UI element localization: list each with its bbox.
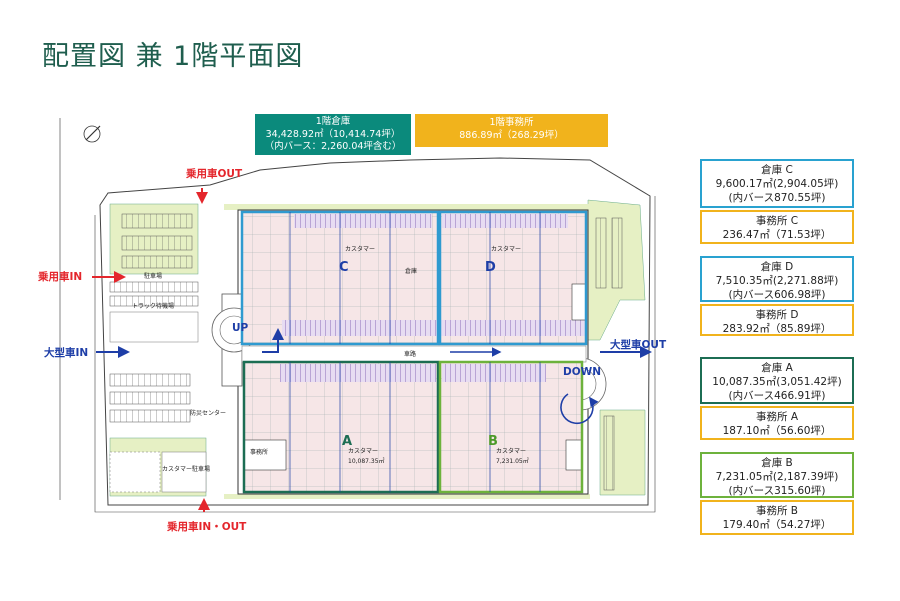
card-area: 283.92㎡（85.89坪） bbox=[722, 323, 832, 335]
up-ramp-label: UP bbox=[232, 322, 249, 334]
warehouse-total-box: 1階倉庫 34,428.92㎡（10,414.74坪） （内バース：2,260.… bbox=[255, 114, 411, 155]
floor-plan bbox=[59, 118, 656, 513]
card-note: (内バース466.91坪) bbox=[728, 390, 826, 402]
card-area: 10,087.35㎡(3,051.42坪) bbox=[712, 376, 842, 388]
area-a-label: 10,087.35㎡ bbox=[348, 458, 385, 465]
warehouse-a-block bbox=[242, 360, 440, 494]
down-ramp-label: DOWN bbox=[563, 366, 602, 378]
card-area: 7,231.05㎡(2,187.39坪) bbox=[715, 471, 839, 483]
card-note: (内バース606.98坪) bbox=[728, 289, 826, 301]
lane-label: 車路 bbox=[404, 351, 417, 358]
customer-b-label: カスタマー bbox=[496, 448, 527, 455]
zone-d-label: D bbox=[485, 260, 496, 275]
warehouse-total-note: （内バース：2,260.04坪含む） bbox=[264, 141, 402, 152]
truck-in-label: 大型車IN bbox=[44, 347, 89, 359]
customer-parking-label: カスタマー駐車場 bbox=[162, 466, 211, 473]
warehouse-total-area: 34,428.92㎡（10,414.74坪） bbox=[265, 128, 401, 140]
card-title: 事務所 D bbox=[755, 309, 799, 321]
office-total-title: 1階事務所 bbox=[489, 117, 534, 128]
card-warehouse-d: 倉庫 D 7,510.35㎡(2,271.88坪) (内バース606.98坪) bbox=[700, 256, 854, 302]
office-a-label: 事務所 bbox=[250, 449, 269, 456]
card-title: 倉庫 C bbox=[761, 164, 793, 176]
customer-c-label: カスタマー bbox=[345, 246, 376, 253]
card-office-c: 事務所 C 236.47㎡（71.53坪） bbox=[700, 210, 854, 244]
warehouse-b-block bbox=[438, 360, 584, 494]
zone-c-label: C bbox=[339, 260, 349, 275]
parking-label: 駐車場 bbox=[144, 273, 163, 280]
column-lines bbox=[289, 212, 541, 492]
truck-area-label: トラック待機場 bbox=[132, 303, 175, 310]
customer-d-label: カスタマー bbox=[491, 246, 522, 253]
office-total-box: 1階事務所 886.89㎡（268.29坪） bbox=[415, 114, 608, 147]
card-title: 倉庫 A bbox=[761, 362, 793, 374]
card-title: 事務所 A bbox=[755, 411, 799, 423]
card-note: (内バース870.55坪) bbox=[728, 192, 826, 204]
card-warehouse-c: 倉庫 C 9,600.17㎡(2,904.05坪) (内バース870.55坪) bbox=[700, 159, 854, 208]
car-out-label: 乗用車OUT bbox=[186, 168, 243, 180]
card-area: 7,510.35㎡(2,271.88坪) bbox=[715, 275, 839, 287]
parking-rows bbox=[109, 213, 623, 493]
card-office-b: 事務所 B 179.40㎡（54.27坪） bbox=[700, 500, 854, 535]
customer-a-label: カスタマー bbox=[348, 448, 379, 455]
area-b-label: 7,231.05㎡ bbox=[496, 458, 529, 465]
car-in-label: 乗用車IN bbox=[38, 271, 83, 283]
office-total-area: 886.89㎡（268.29坪） bbox=[459, 130, 564, 141]
zone-a-label: A bbox=[342, 434, 353, 449]
warehouse-d-block bbox=[438, 210, 588, 346]
card-office-a: 事務所 A 187.10㎡（56.60坪） bbox=[700, 406, 854, 440]
card-area: 187.10㎡（56.60坪） bbox=[722, 425, 832, 437]
card-title: 倉庫 B bbox=[761, 457, 793, 469]
center-label: 防災センター bbox=[190, 410, 227, 417]
card-title: 事務所 B bbox=[755, 505, 799, 517]
card-area: 179.40㎡（54.27坪） bbox=[722, 519, 832, 531]
truck-out-label: 大型車OUT bbox=[610, 339, 667, 351]
zone-b-label: B bbox=[488, 434, 498, 449]
warehouse-total-title: 1階倉庫 bbox=[315, 116, 351, 127]
card-area: 236.47㎡（71.53坪） bbox=[722, 229, 832, 241]
card-area: 9,600.17㎡(2,904.05坪) bbox=[715, 178, 839, 190]
card-warehouse-b: 倉庫 B 7,231.05㎡(2,187.39坪) (内バース315.60坪) bbox=[700, 452, 854, 498]
traffic-arrows bbox=[92, 188, 652, 512]
north-arrow-icon bbox=[83, 125, 101, 143]
card-title: 倉庫 D bbox=[760, 261, 794, 273]
car-inout-label: 乗用車IN・OUT bbox=[167, 521, 247, 533]
card-title: 事務所 C bbox=[755, 215, 799, 227]
card-warehouse-a: 倉庫 A 10,087.35㎡(3,051.42坪) (内バース466.91坪) bbox=[700, 357, 854, 404]
card-office-d: 事務所 D 283.92㎡（85.89坪） bbox=[700, 304, 854, 336]
warehouse-label: 倉庫 bbox=[405, 268, 418, 275]
page-title: 配置図 兼 1階平面図 bbox=[42, 41, 304, 72]
card-note: (内バース315.60坪) bbox=[728, 485, 826, 497]
site-boundary bbox=[59, 118, 656, 513]
